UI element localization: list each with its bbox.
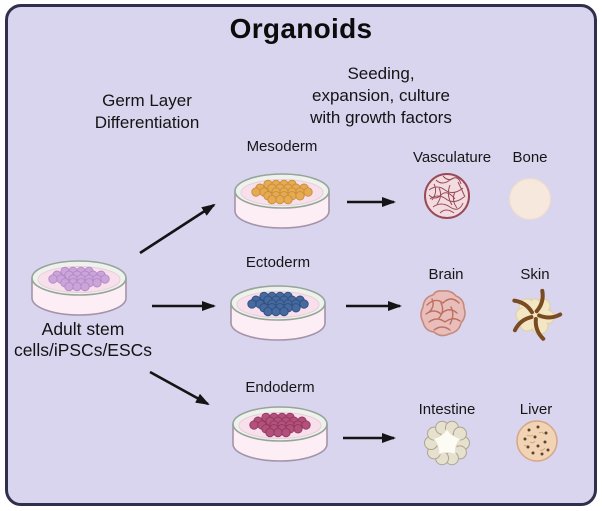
- page-title: Organoids: [229, 13, 373, 44]
- stem-cell-dish-illustration: [24, 248, 134, 328]
- ectoderm-label: Ectoderm: [245, 254, 311, 271]
- mesoderm-label: Mesoderm: [246, 138, 318, 155]
- germ-layer-heading: Germ Layer Differentiation: [72, 90, 222, 134]
- brain-label: Brain: [428, 266, 464, 283]
- liver-organoid-illustration: [515, 419, 559, 463]
- endoderm-label: Endoderm: [245, 379, 315, 396]
- seeding-heading-line3: with growth factors: [310, 108, 452, 127]
- ectoderm-dish-illustration: [223, 273, 333, 353]
- liver-label: Liver: [519, 401, 553, 418]
- skin-label: Skin: [520, 266, 550, 283]
- bone-organoid-illustration: [508, 177, 552, 221]
- vasculature-organoid-illustration: [421, 170, 473, 222]
- stem-cell-source-label: Adult stem cells/iPSCs/ESCs: [1, 319, 165, 361]
- seeding-heading-line2: expansion, culture: [312, 86, 450, 105]
- seeding-heading-line1: Seeding,: [347, 64, 415, 83]
- bone-label: Bone: [512, 149, 548, 166]
- seeding-heading: Seeding, expansion, culture with growth …: [298, 63, 464, 129]
- intestine-organoid-illustration: [421, 417, 473, 469]
- skin-organoid-illustration: [505, 285, 565, 345]
- vasculature-label: Vasculature: [412, 149, 492, 166]
- stem-cell-source-label-line1: Adult stem: [41, 319, 125, 339]
- brain-organoid-illustration: [417, 287, 469, 339]
- intestine-label: Intestine: [418, 401, 476, 418]
- stem-cell-source-label-line2: cells/iPSCs/ESCs: [13, 340, 153, 360]
- germ-layer-heading-line2: Differentiation: [94, 113, 200, 132]
- mesoderm-dish-illustration: [227, 161, 337, 241]
- germ-layer-heading-line1: Germ Layer: [102, 91, 192, 110]
- endoderm-dish-illustration: [225, 394, 335, 474]
